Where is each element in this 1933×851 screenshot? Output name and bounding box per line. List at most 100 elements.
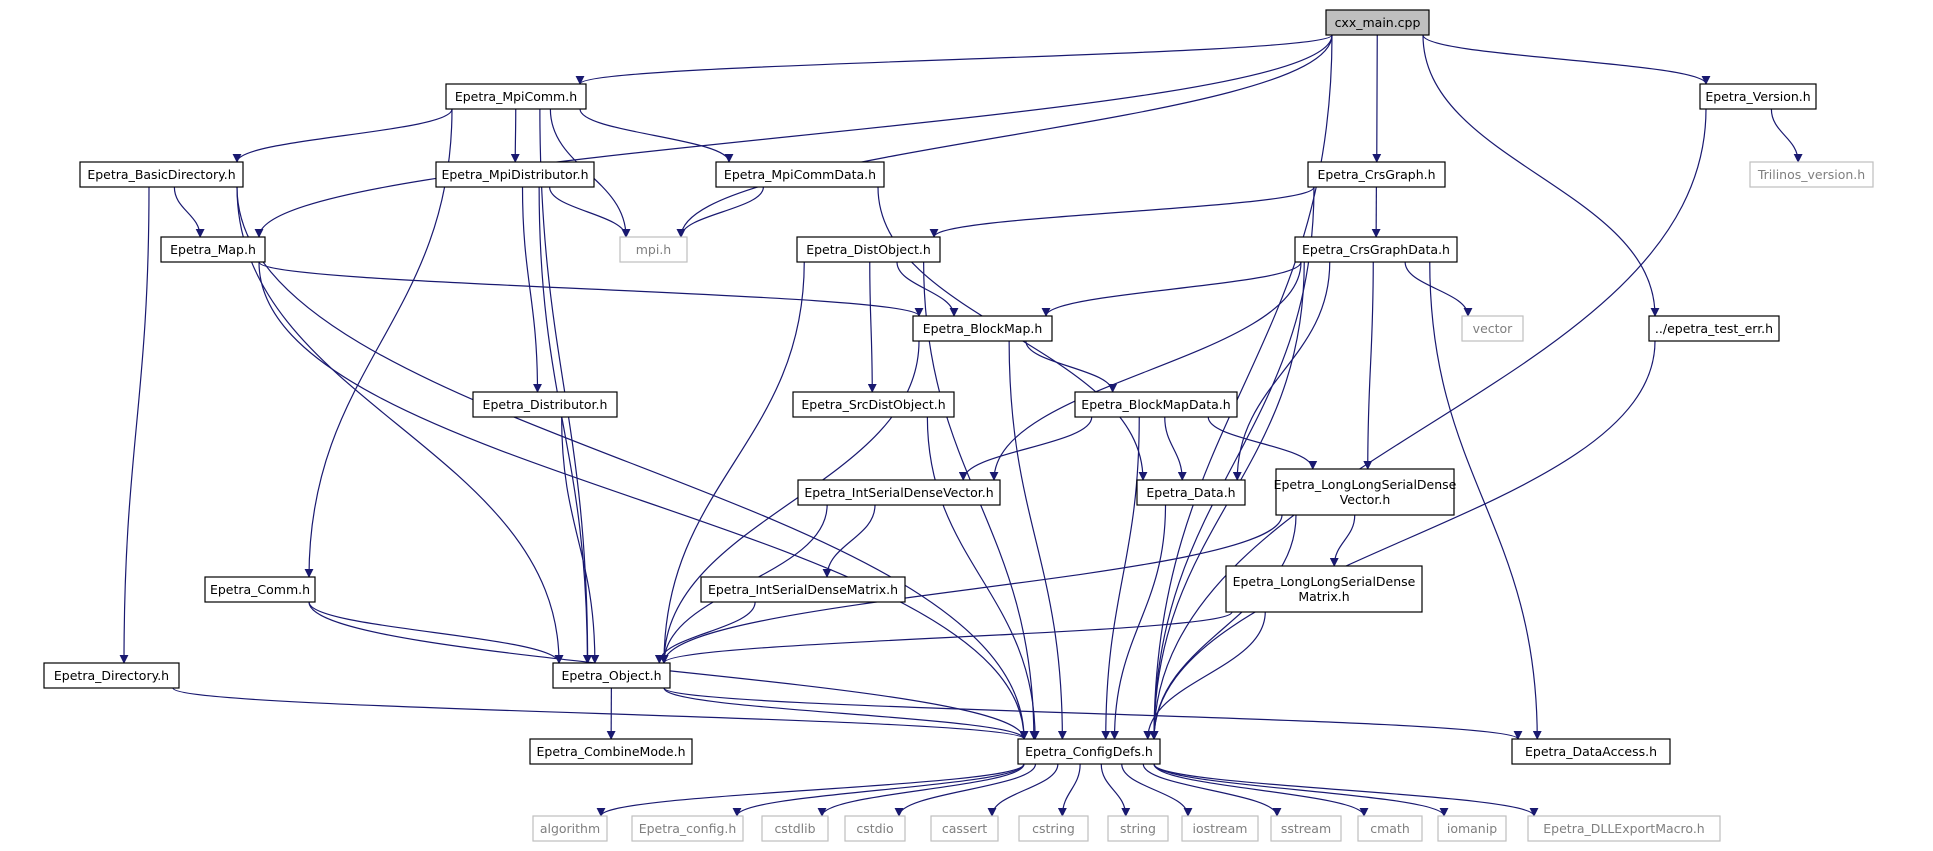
edge-cxx_main-to-mpicomm — [575, 34, 1333, 85]
node-testerr[interactable]: ../epetra_test_err.h — [1648, 315, 1780, 342]
node-box[interactable] — [912, 315, 1053, 342]
node-box[interactable] — [1527, 815, 1721, 842]
node-distributor[interactable]: Epetra_Distributor.h — [472, 391, 618, 418]
edge-testerr-to-configdefs — [1149, 340, 1656, 740]
node-blockmap[interactable]: Epetra_BlockMap.h — [912, 315, 1053, 342]
node-distobj[interactable]: Epetra_DistObject.h — [796, 236, 941, 263]
node-dataaccess[interactable]: Epetra_DataAccess.h — [1511, 738, 1671, 765]
node-version[interactable]: Epetra_Version.h — [1699, 83, 1817, 110]
node-intserialmat[interactable]: Epetra_IntSerialDenseMatrix.h — [700, 576, 906, 603]
node-mpidist[interactable]: Epetra_MpiDistributor.h — [435, 161, 595, 188]
node-label: Epetra_CombineMode.h — [537, 744, 686, 759]
node-mpi[interactable]: mpi.h — [619, 236, 688, 263]
node-box[interactable] — [1357, 815, 1423, 842]
node-map[interactable]: Epetra_Map.h — [160, 236, 266, 263]
node-box[interactable] — [1699, 83, 1817, 110]
node-cstring[interactable]: cstring — [1018, 815, 1089, 842]
node-box[interactable] — [619, 236, 688, 263]
node-trilinos[interactable]: Trilinos_version.h — [1749, 161, 1874, 188]
node-comm[interactable]: Epetra_Comm.h — [204, 576, 316, 603]
edge-configdefs-to-iostream — [1121, 763, 1193, 817]
node-cassert[interactable]: cassert — [930, 815, 999, 842]
edge-configdefs-to-cstring — [1057, 763, 1081, 817]
edge-blockmapdata-to-intserialvec — [958, 416, 1093, 481]
node-box[interactable] — [43, 662, 180, 689]
node-box[interactable] — [1181, 815, 1259, 842]
node-label: Epetra_IntSerialDenseMatrix.h — [708, 582, 898, 597]
node-box[interactable] — [796, 236, 941, 263]
node-crsgraph[interactable]: Epetra_CrsGraph.h — [1307, 161, 1446, 188]
node-box[interactable] — [1461, 315, 1524, 342]
node-box[interactable] — [1307, 161, 1446, 188]
node-box[interactable] — [435, 161, 595, 188]
node-box[interactable] — [445, 83, 587, 110]
node-label: Epetra_SrcDistObject.h — [801, 397, 945, 412]
node-configdefs[interactable]: Epetra_ConfigDefs.h — [1017, 738, 1161, 765]
node-iomanip[interactable]: iomanip — [1437, 815, 1507, 842]
node-directory[interactable]: Epetra_Directory.h — [43, 662, 180, 689]
node-crsgraphdata[interactable]: Epetra_CrsGraphData.h — [1294, 236, 1458, 263]
node-box[interactable] — [204, 576, 316, 603]
node-mpicomm[interactable]: Epetra_MpiComm.h — [445, 83, 587, 110]
node-box[interactable] — [529, 738, 693, 765]
node-box[interactable] — [1275, 468, 1455, 516]
node-data[interactable]: Epetra_Data.h — [1136, 479, 1246, 506]
node-cxx_main[interactable]: cxx_main.cpp — [1325, 9, 1430, 36]
node-box[interactable] — [715, 161, 885, 188]
edge-cxx_main-to-testerr — [1422, 34, 1660, 317]
node-blockmapdata[interactable]: Epetra_BlockMapData.h — [1074, 391, 1238, 418]
node-box[interactable] — [472, 391, 618, 418]
edge-distobj-to-object — [659, 261, 805, 664]
node-label: Epetra_Map.h — [170, 242, 256, 257]
node-box[interactable] — [1437, 815, 1507, 842]
node-box[interactable] — [1325, 9, 1430, 36]
node-combinemode[interactable]: Epetra_CombineMode.h — [529, 738, 693, 765]
node-box[interactable] — [1294, 236, 1458, 263]
node-box[interactable] — [1107, 815, 1169, 842]
node-srcdistobj[interactable]: Epetra_SrcDistObject.h — [792, 391, 955, 418]
node-cstdlib[interactable]: cstdlib — [761, 815, 829, 842]
node-iostream[interactable]: iostream — [1181, 815, 1259, 842]
node-dllexport[interactable]: Epetra_DLLExportMacro.h — [1527, 815, 1721, 842]
node-vector[interactable]: vector — [1461, 315, 1524, 342]
edge-crsgraphdata-to-dataaccess — [1429, 261, 1542, 740]
node-box[interactable] — [700, 576, 906, 603]
node-box[interactable] — [79, 161, 244, 188]
node-basicdir[interactable]: Epetra_BasicDirectory.h — [79, 161, 244, 188]
node-box[interactable] — [1270, 815, 1342, 842]
node-box[interactable] — [160, 236, 266, 263]
node-box[interactable] — [761, 815, 829, 842]
node-string[interactable]: string — [1107, 815, 1169, 842]
node-box[interactable] — [1018, 815, 1089, 842]
node-config[interactable]: Epetra_config.h — [631, 815, 744, 842]
node-box[interactable] — [1074, 391, 1238, 418]
node-box[interactable] — [1511, 738, 1671, 765]
node-sstream[interactable]: sstream — [1270, 815, 1342, 842]
node-box[interactable] — [532, 815, 608, 842]
node-algorithm[interactable]: algorithm — [532, 815, 608, 842]
node-box[interactable] — [1225, 565, 1423, 613]
node-box[interactable] — [1017, 738, 1161, 765]
node-object[interactable]: Epetra_Object.h — [552, 662, 671, 689]
node-box[interactable] — [1648, 315, 1780, 342]
node-box[interactable] — [792, 391, 955, 418]
node-box[interactable] — [1136, 479, 1246, 506]
node-box[interactable] — [631, 815, 744, 842]
node-label: Trilinos_version.h — [1757, 167, 1865, 182]
edge-map-to-blockmap — [258, 261, 924, 317]
edge-cxx_main-to-mpi — [676, 34, 1333, 238]
node-cstdio[interactable]: cstdio — [844, 815, 906, 842]
node-box[interactable] — [1749, 161, 1874, 188]
edge-llvec-to-llmat — [1329, 514, 1356, 567]
node-box[interactable] — [797, 479, 1001, 506]
node-box[interactable] — [844, 815, 906, 842]
edge-configdefs-to-string — [1100, 763, 1131, 817]
node-cmath[interactable]: cmath — [1357, 815, 1423, 842]
node-box[interactable] — [552, 662, 671, 689]
node-mpicommdata[interactable]: Epetra_MpiCommData.h — [715, 161, 885, 188]
node-box[interactable] — [930, 815, 999, 842]
node-intserialvec[interactable]: Epetra_IntSerialDenseVector.h — [797, 479, 1001, 506]
node-label: Epetra_ConfigDefs.h — [1025, 744, 1153, 759]
